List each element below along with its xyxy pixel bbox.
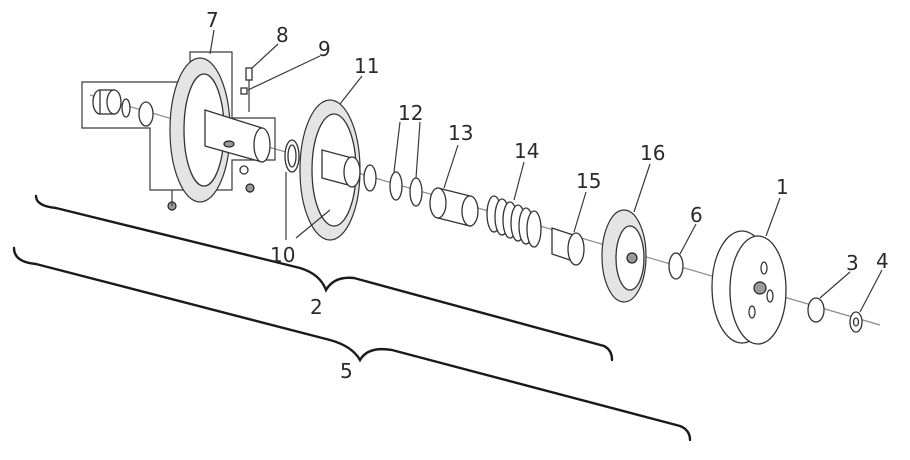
part-1-vent-c [748,305,756,319]
callout-16: 16 [640,141,665,165]
callout-15: 15 [576,169,601,193]
leader-12b [415,121,421,179]
seal-ring-left [121,98,131,118]
bearing-right [138,101,154,127]
callout-12: 12 [398,101,423,125]
callout-2: 2 [310,295,323,319]
callout-7: 7 [206,8,219,32]
part-16-clutch-carrier [601,209,647,303]
leader-16 [633,163,651,213]
screw-upper [239,165,249,175]
part-1-vent-a [760,261,768,275]
part-4-washer-hole [852,317,860,327]
callout-8: 8 [276,23,289,47]
part-8-pin-body [245,67,253,81]
leader-9 [247,55,321,91]
part-14-spring [486,195,542,248]
part-15-spring-seat [551,227,585,266]
leader-10b [295,209,331,239]
callout-10: 10 [270,243,295,267]
part-1-clutch-bell [711,230,787,345]
part-15-seat-end [567,232,585,266]
leader-7 [209,29,215,55]
part-7-fixed-pulley-group [81,51,276,211]
callout-13: 13 [448,121,473,145]
callout-11: 11 [354,54,379,78]
leader-15 [573,191,587,233]
part-12-ring-b [389,171,403,201]
part-13-collar [429,187,479,227]
part-8-pin [245,67,253,112]
leader-4 [859,269,883,313]
part-10-seal-ring-inner [287,144,297,168]
part-7-shaft-hole [223,140,235,148]
brace-2 [34,194,614,362]
screw-lower [245,183,255,193]
leader-3 [819,271,851,299]
callout-6: 6 [690,203,703,227]
part-12-ring-a [363,164,377,192]
part-13-collar-face [429,187,447,219]
callout-14: 14 [514,139,539,163]
brace-5 [12,246,692,442]
callout-1: 1 [776,175,789,199]
leader-1 [765,197,781,237]
leader-8 [251,43,279,69]
leader-11 [339,75,363,105]
part-12-ring-c [409,177,423,207]
part-11-moving-pulley [299,99,361,241]
leader-12a [393,121,401,173]
part-1-hub [753,281,767,295]
part-13-collar-end [461,195,479,227]
part-11-hub-end [343,156,361,188]
part-9-pin [240,87,248,95]
callout-3: 3 [846,251,859,275]
part-1-vent-b [766,289,774,303]
spring-coil-6 [526,210,542,248]
callout-5: 5 [340,359,353,383]
leader-6 [679,223,697,255]
callout-9: 9 [318,37,331,61]
part-9-pin-body [240,87,248,95]
leader-13 [443,144,459,189]
part-7-shaft-end [253,127,271,163]
part-7-outline-box [81,51,276,191]
part-16-hub [626,252,638,264]
bearing-left-face [106,89,122,115]
leader-14 [513,161,525,201]
part-3-nut [807,297,825,323]
callout-4: 4 [876,249,889,273]
part-6-nut [668,252,684,280]
